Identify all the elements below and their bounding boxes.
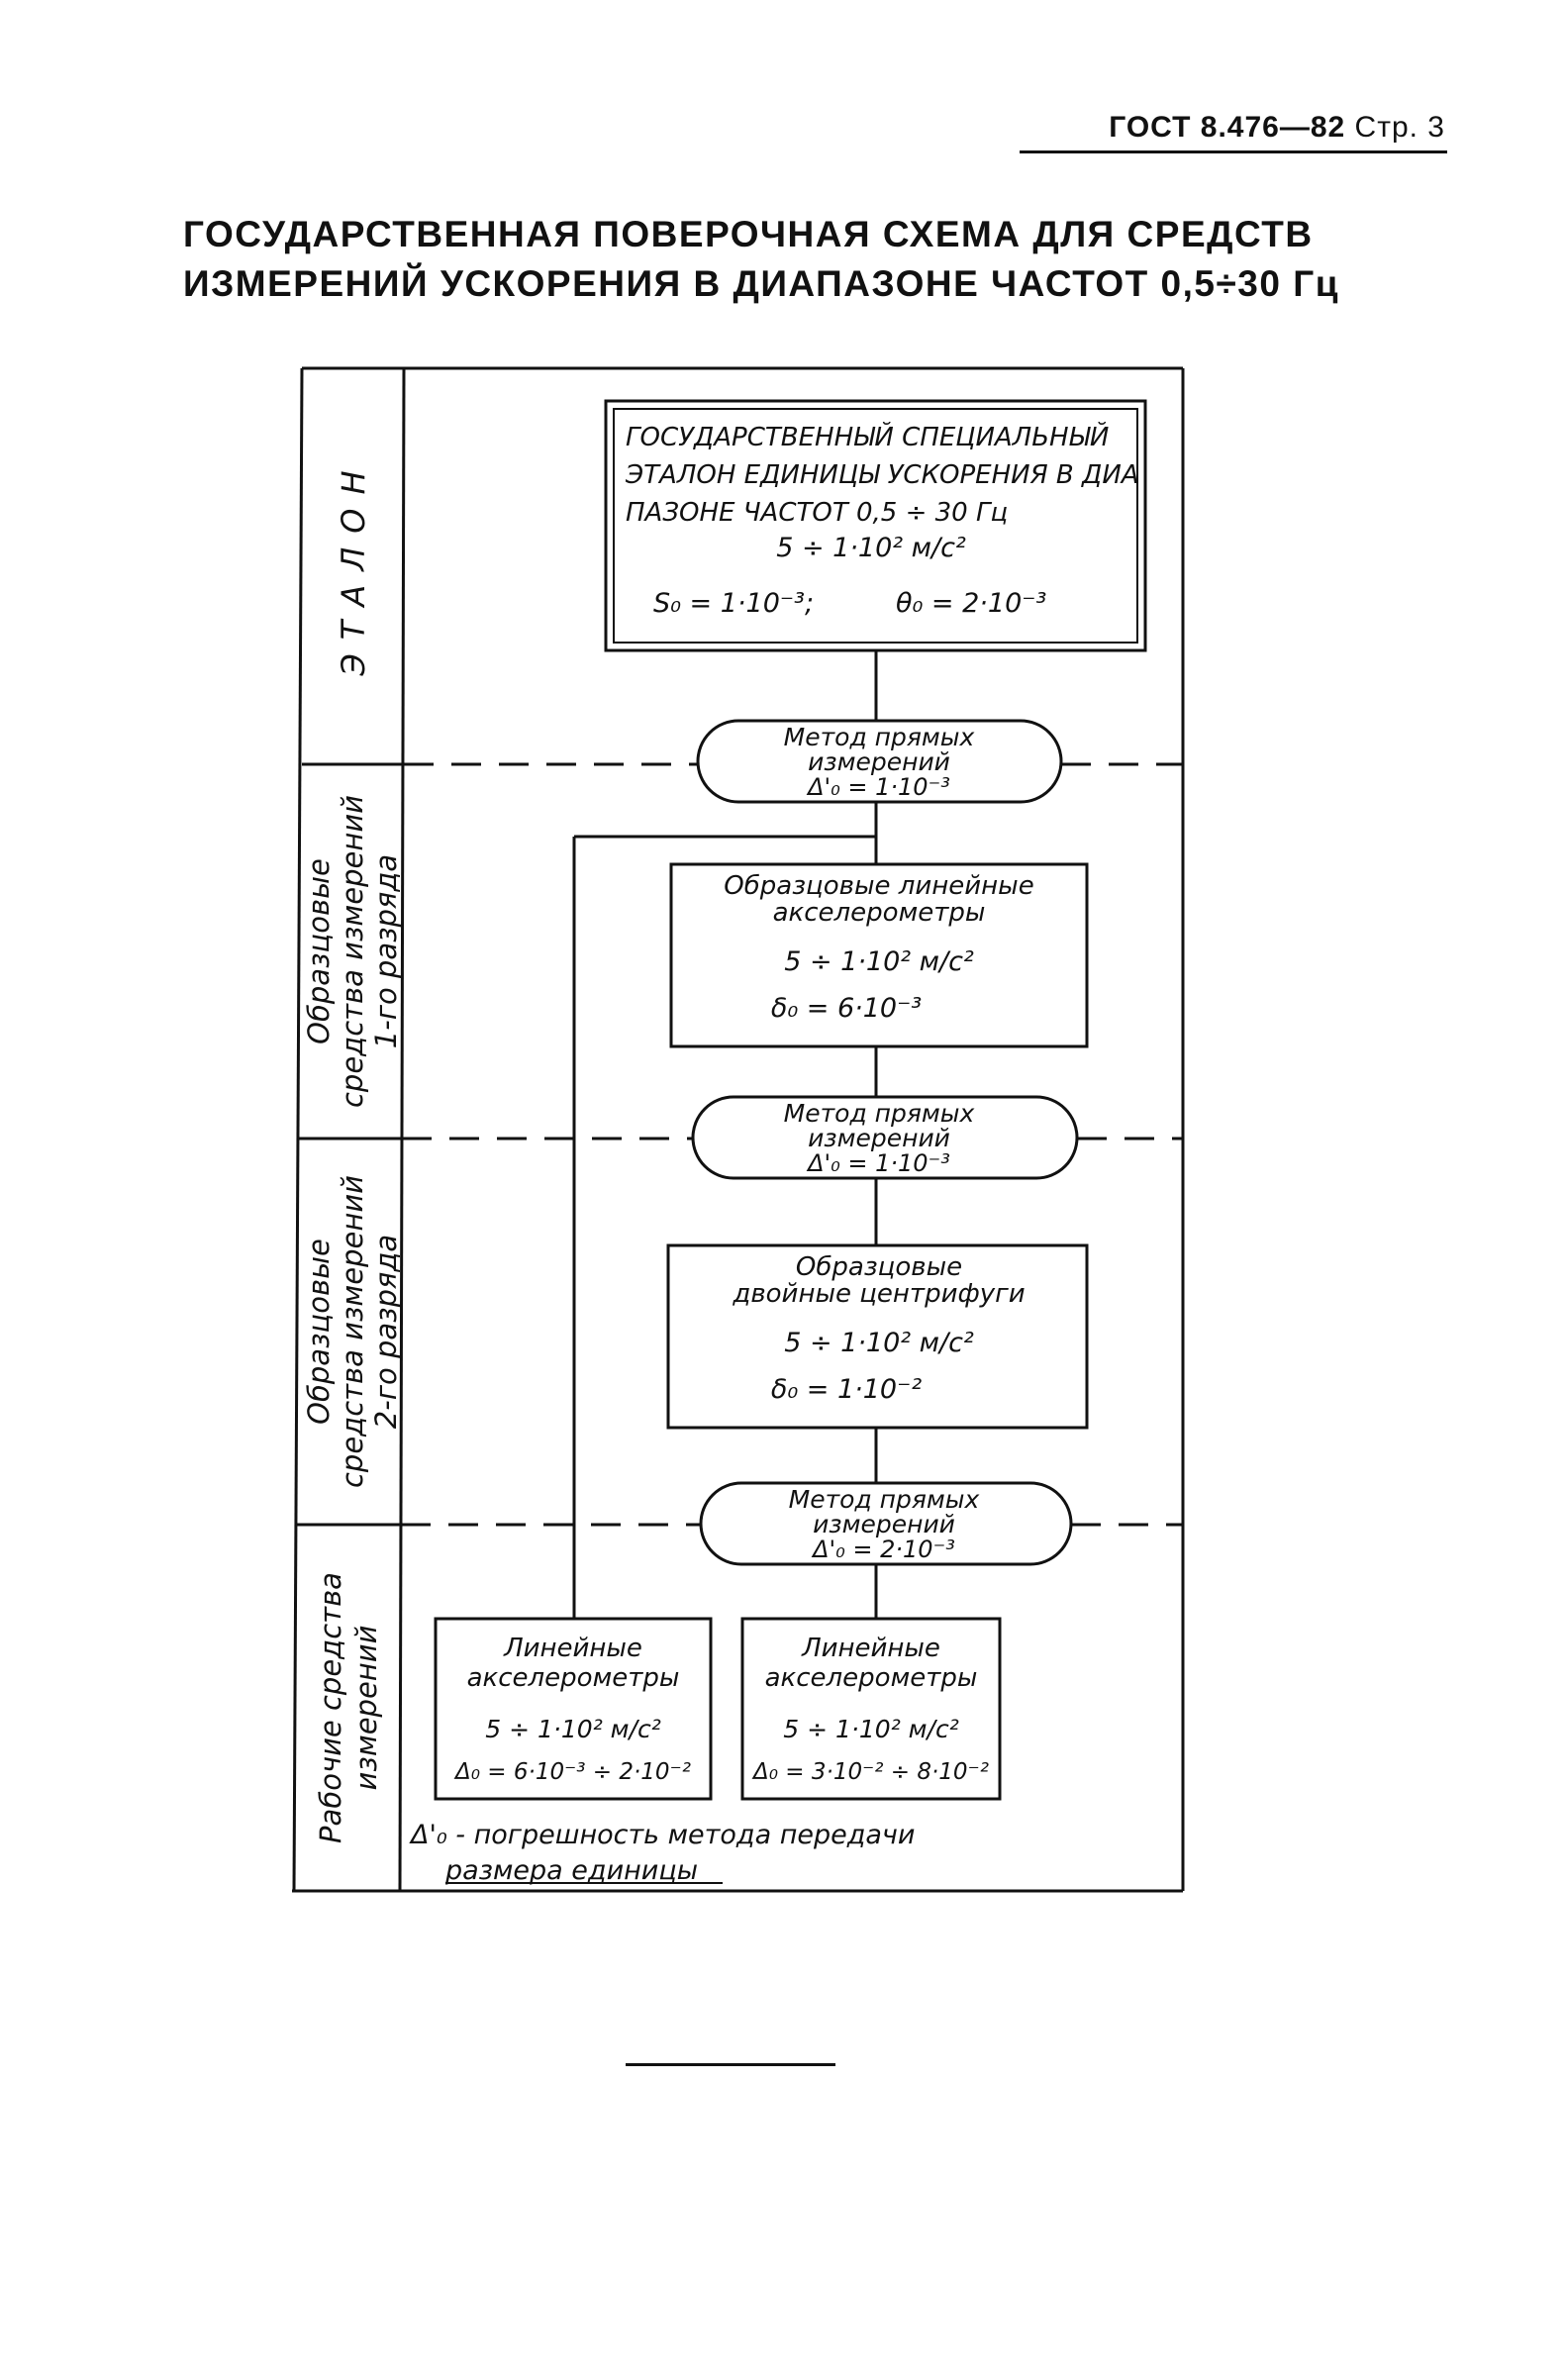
title-line-1: ГОСУДАРСТВЕННАЯ ПОВЕРОЧНАЯ СХЕМА ДЛЯ СРЕ… xyxy=(183,214,1314,254)
rank1-text-line-2: акселерометры xyxy=(773,898,986,928)
rank2-delta: δ₀ = 1·10⁻² xyxy=(771,1374,922,1405)
method-3-delta: Δ'₀ = 2·10⁻³ xyxy=(811,1536,955,1563)
working-box-left: Линейные акселерометры 5 ÷ 1·10² м/с² Δ₀… xyxy=(434,1617,713,1801)
working-label-line-1: Рабочие средства xyxy=(314,1572,347,1843)
standard-number: ГОСТ 8.476—82 xyxy=(1109,111,1346,144)
rank1-box: Образцовые линейные акселерометры 5 ÷ 1·… xyxy=(669,862,1089,1048)
page-title: ГОСУДАРСТВЕННАЯ ПОВЕРОЧНАЯ СХЕМА ДЛЯ СРЕ… xyxy=(183,210,1371,309)
rank2-text-line-1: Образцовые xyxy=(796,1252,962,1282)
rank1-text-line-1: Образцовые линейные xyxy=(724,871,1033,901)
page-header: ГОСТ 8.476—82 Стр. 3 xyxy=(1020,111,1445,147)
bottom-rule xyxy=(626,2063,835,2066)
rank1-delta: δ₀ = 6·10⁻³ xyxy=(771,993,922,1024)
etalon-box: ГОСУДАРСТВЕННЫЙ СПЕЦИАЛЬНЫЙ ЭТАЛОН ЕДИНИ… xyxy=(604,399,1147,652)
rank2-label-line-1: Образцовые xyxy=(302,1239,336,1425)
method-3-line-1: Метод прямых xyxy=(789,1485,980,1514)
footnote-line-1: Δ'₀ - погрешность метода передачи xyxy=(409,1820,915,1850)
etalon-text-line-3: ПАЗОНЕ ЧАСТОТ 0,5 ÷ 30 Гц xyxy=(626,498,1008,528)
etalon-range: 5 ÷ 1·10² м/с² xyxy=(776,533,966,563)
section-label-rank1: Образцовые средства измерений 1-го разря… xyxy=(302,795,403,1108)
rank2-label-line-2: средства измерений xyxy=(336,1175,369,1488)
footnote: Δ'₀ - погрешность метода передачи размер… xyxy=(409,1820,915,1886)
work-right-delta: Δ₀ = 3·10⁻² ÷ 8·10⁻² xyxy=(751,1759,989,1785)
rank1-label-line-1: Образцовые xyxy=(302,858,336,1044)
section-label-etalon: ЭТАЛОН xyxy=(335,456,372,676)
work-left-delta: Δ₀ = 6·10⁻³ ÷ 2·10⁻² xyxy=(453,1759,691,1785)
method-1-line-2: измерений xyxy=(808,747,950,776)
etalon-text-line-1: ГОСУДАРСТВЕННЫЙ СПЕЦИАЛЬНЫЙ xyxy=(626,421,1109,452)
rank1-range: 5 ÷ 1·10² м/с² xyxy=(784,946,974,977)
rank2-text-line-2: двойные центрифуги xyxy=(732,1279,1025,1309)
work-right-line-2: акселерометры xyxy=(765,1663,978,1693)
work-right-range: 5 ÷ 1·10² м/с² xyxy=(783,1715,958,1743)
method-1-line-1: Метод прямых xyxy=(784,723,975,751)
etalon-s0: S₀ = 1·10⁻³; xyxy=(653,588,814,619)
section-dividers xyxy=(296,762,1183,1527)
work-left-line-1: Линейные xyxy=(503,1634,642,1663)
connectors xyxy=(572,649,878,1619)
rank1-label-line-3: 1-го разряда xyxy=(369,854,403,1048)
work-left-range: 5 ÷ 1·10² м/с² xyxy=(485,1715,660,1743)
method-2-delta: Δ'₀ = 1·10⁻³ xyxy=(806,1149,950,1177)
method-3-pill: Метод прямых измерений Δ'₀ = 2·10⁻³ xyxy=(699,1481,1073,1566)
section-label-rank2: Образцовые средства измерений 2-го разря… xyxy=(302,1175,403,1488)
footnote-line-2: размера единицы xyxy=(444,1855,698,1886)
rank2-box: Образцовые двойные центрифуги 5 ÷ 1·10² … xyxy=(666,1243,1089,1430)
etalon-label: ЭТАЛОН xyxy=(335,456,372,676)
working-label-line-2: измерений xyxy=(349,1626,383,1791)
section-label-working: Рабочие средства измерений xyxy=(314,1572,383,1843)
page-number: Стр. 3 xyxy=(1354,111,1445,144)
method-2-pill: Метод прямых измерений Δ'₀ = 1·10⁻³ xyxy=(691,1095,1079,1180)
method-3-line-2: измерений xyxy=(813,1510,955,1538)
title-line-2: ИЗМЕРЕНИЙ УСКОРЕНИЯ В ДИАПАЗОНЕ ЧАСТОТ 0… xyxy=(183,263,1339,304)
method-2-line-1: Метод прямых xyxy=(784,1099,975,1128)
scheme-frame xyxy=(292,366,1185,1893)
etalon-theta0: θ₀ = 2·10⁻³ xyxy=(896,588,1046,619)
rank1-label-line-2: средства измерений xyxy=(336,795,369,1108)
work-left-line-2: акселерометры xyxy=(467,1663,680,1693)
work-right-line-1: Линейные xyxy=(801,1634,940,1663)
etalon-text-line-2: ЭТАЛОН ЕДИНИЦЫ УСКОРЕНИЯ В ДИА xyxy=(625,460,1139,490)
working-box-right: Линейные акселерометры 5 ÷ 1·10² м/с² Δ₀… xyxy=(740,1617,1002,1801)
method-1-pill: Метод прямых измерений Δ'₀ = 1·10⁻³ xyxy=(696,719,1063,804)
rank2-range: 5 ÷ 1·10² м/с² xyxy=(784,1328,974,1358)
method-1-delta: Δ'₀ = 1·10⁻³ xyxy=(806,773,950,801)
header-rule xyxy=(1020,150,1447,153)
method-2-line-2: измерений xyxy=(808,1124,950,1152)
rank2-label-line-3: 2-го разряда xyxy=(369,1235,403,1429)
